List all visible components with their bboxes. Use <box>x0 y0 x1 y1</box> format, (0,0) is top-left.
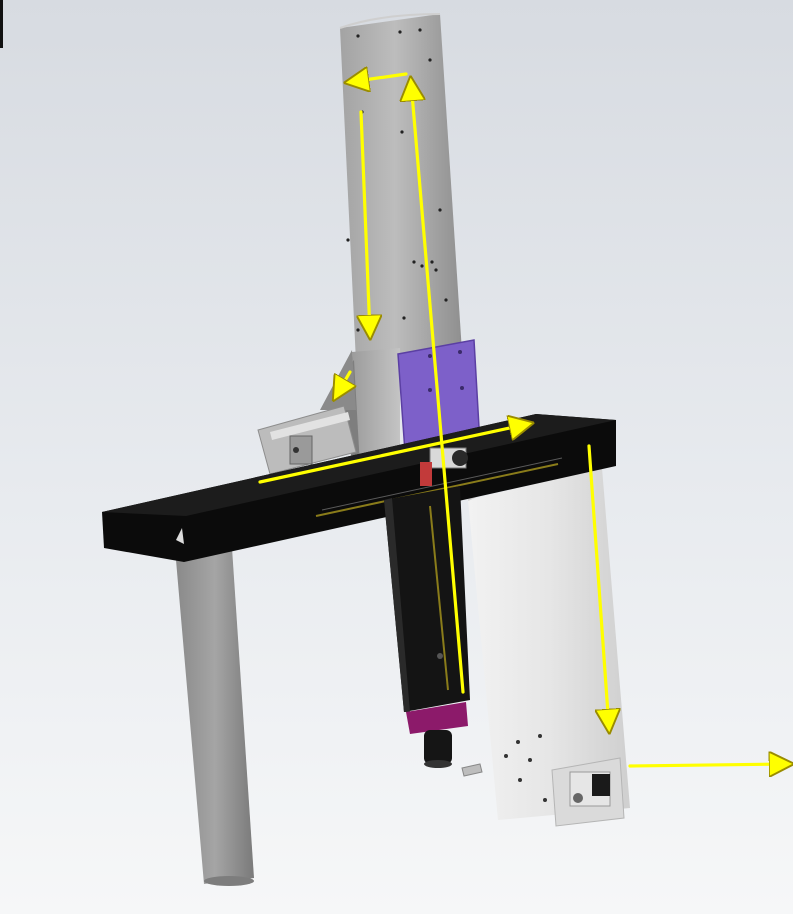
horizontal-beam <box>102 414 616 562</box>
white-cylinder <box>461 467 630 827</box>
motion-arrow-icon <box>628 764 788 766</box>
motion-arrow-icon <box>361 110 370 334</box>
support-leg <box>176 548 254 886</box>
motion-arrow-icon <box>587 444 609 728</box>
sensor-fixture <box>420 447 468 486</box>
motion-arrows <box>258 74 788 766</box>
motion-arrow-icon <box>350 74 408 82</box>
motion-arrow-icon <box>411 82 465 694</box>
z-axis-slide <box>384 486 470 768</box>
frame-edge <box>0 0 3 48</box>
vertical-column <box>339 13 462 362</box>
motion-arrow-icon <box>258 424 528 484</box>
motion-arrow-icon <box>336 370 350 396</box>
